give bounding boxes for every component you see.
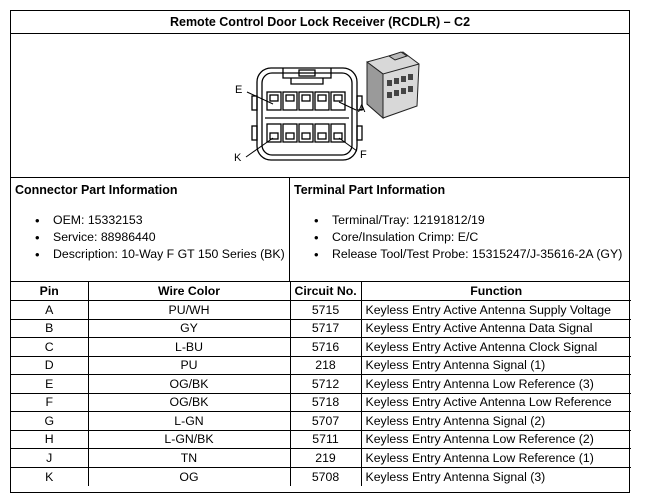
- pin-cell: H: [11, 429, 89, 449]
- circuit-cell: 5712: [289, 374, 362, 394]
- page-title: Remote Control Door Lock Receiver (RCDLR…: [11, 11, 629, 34]
- pinout-table: Pin Wire Color Circuit No. Function A PU…: [11, 282, 631, 486]
- part-information: Connector Part Information OEM: 15332153…: [11, 178, 629, 282]
- terminal-part-list: Terminal/Tray: 12191812/19 Core/Insulati…: [294, 212, 627, 263]
- circuit-cell: 5708: [289, 466, 362, 486]
- function-cell: Keyless Entry Antenna Signal (3): [360, 466, 631, 486]
- wire-color-cell: OG/BK: [87, 392, 291, 412]
- wire-color-cell: GY: [87, 318, 291, 338]
- function-cell: Keyless Entry Active Antenna Low Referen…: [360, 392, 631, 412]
- connector-drawing: E A K F: [234, 51, 420, 164]
- pin-cell: B: [11, 318, 89, 338]
- circuit-cell: 5716: [289, 337, 362, 357]
- wire-color-cell: OG/BK: [87, 374, 291, 394]
- wire-color-cell: L-GN: [87, 411, 291, 431]
- col-header-circuit: Circuit No.: [289, 282, 362, 301]
- pin-label-e: E: [235, 84, 242, 96]
- circuit-cell: 5717: [289, 318, 362, 338]
- wire-color-cell: L-GN/BK: [87, 429, 291, 449]
- col-header-pin: Pin: [11, 282, 89, 301]
- list-item: Core/Insulation Crimp: E/C: [294, 229, 627, 246]
- table-row: C L-BU 5716 Keyless Entry Active Antenna…: [11, 337, 631, 357]
- pin-label-f: F: [360, 149, 367, 161]
- function-cell: Keyless Entry Antenna Low Reference (2): [360, 429, 631, 449]
- table-row: F OG/BK 5718 Keyless Entry Active Antenn…: [11, 392, 631, 412]
- function-cell: Keyless Entry Antenna Low Reference (1): [360, 448, 631, 468]
- function-cell: Keyless Entry Active Antenna Clock Signa…: [360, 337, 631, 357]
- wire-color-cell: L-BU: [87, 337, 291, 357]
- table-row: B GY 5717 Keyless Entry Active Antenna D…: [11, 318, 631, 338]
- table-row: H L-GN/BK 5711 Keyless Entry Antenna Low…: [11, 429, 631, 449]
- pin-cell: A: [11, 300, 89, 320]
- wire-color-cell: PU: [87, 355, 291, 375]
- list-item: Terminal/Tray: 12191812/19: [294, 212, 627, 229]
- pin-cell: K: [11, 466, 89, 486]
- circuit-cell: 219: [289, 448, 362, 468]
- terminal-part-heading: Terminal Part Information: [294, 183, 446, 197]
- wire-color-cell: OG: [87, 466, 291, 486]
- table-header-row: Pin Wire Color Circuit No. Function: [11, 282, 631, 301]
- list-item: Description: 10-Way F GT 150 Series (BK): [15, 246, 285, 263]
- upper-cavity-row: [266, 91, 346, 111]
- circuit-cell: 5711: [289, 429, 362, 449]
- col-header-wire-color: Wire Color: [87, 282, 291, 301]
- col-header-function: Function: [360, 282, 631, 301]
- connector-sheet: Remote Control Door Lock Receiver (RCDLR…: [10, 10, 631, 493]
- pin-cell: F: [11, 392, 89, 412]
- circuit-cell: 5707: [289, 411, 362, 431]
- connector-part-info: Connector Part Information OEM: 15332153…: [11, 178, 290, 281]
- pin-label-a: A: [358, 103, 366, 115]
- circuit-cell: 218: [289, 355, 362, 375]
- table-row: K OG 5708 Keyless Entry Antenna Signal (…: [11, 466, 631, 486]
- pin-cell: D: [11, 355, 89, 375]
- wire-color-cell: PU/WH: [87, 300, 291, 320]
- table-row: E OG/BK 5712 Keyless Entry Antenna Low R…: [11, 374, 631, 394]
- function-cell: Keyless Entry Antenna Low Reference (3): [360, 374, 631, 394]
- table-row: D PU 218 Keyless Entry Antenna Signal (1…: [11, 355, 631, 375]
- function-cell: Keyless Entry Active Antenna Supply Volt…: [360, 300, 631, 320]
- pin-cell: J: [11, 448, 89, 468]
- connector-face-view-icon: [245, 67, 363, 161]
- pin-cell: E: [11, 374, 89, 394]
- connector-diagram: E A K F: [11, 34, 629, 178]
- pin-label-k: K: [234, 152, 242, 164]
- list-item: Service: 88986440: [15, 229, 285, 246]
- function-cell: Keyless Entry Antenna Signal (1): [360, 355, 631, 375]
- table-row: A PU/WH 5715 Keyless Entry Active Antenn…: [11, 300, 631, 320]
- connector-perspective-view-icon: [366, 51, 420, 120]
- circuit-cell: 5715: [289, 300, 362, 320]
- list-item: OEM: 15332153: [15, 212, 285, 229]
- function-cell: Keyless Entry Antenna Signal (2): [360, 411, 631, 431]
- terminal-part-info: Terminal Part Information Terminal/Tray:…: [290, 178, 631, 281]
- wire-color-cell: TN: [87, 448, 291, 468]
- lower-cavity-row: [266, 123, 346, 143]
- pin-cell: C: [11, 337, 89, 357]
- connector-part-list: OEM: 15332153 Service: 88986440 Descript…: [15, 212, 285, 263]
- pin-cell: G: [11, 411, 89, 431]
- circuit-cell: 5718: [289, 392, 362, 412]
- function-cell: Keyless Entry Active Antenna Data Signal: [360, 318, 631, 338]
- table-row: G L-GN 5707 Keyless Entry Antenna Signal…: [11, 411, 631, 431]
- connector-part-heading: Connector Part Information: [15, 183, 178, 197]
- list-item: Release Tool/Test Probe: 15315247/J-3561…: [294, 246, 627, 263]
- table-row: J TN 219 Keyless Entry Antenna Low Refer…: [11, 448, 631, 468]
